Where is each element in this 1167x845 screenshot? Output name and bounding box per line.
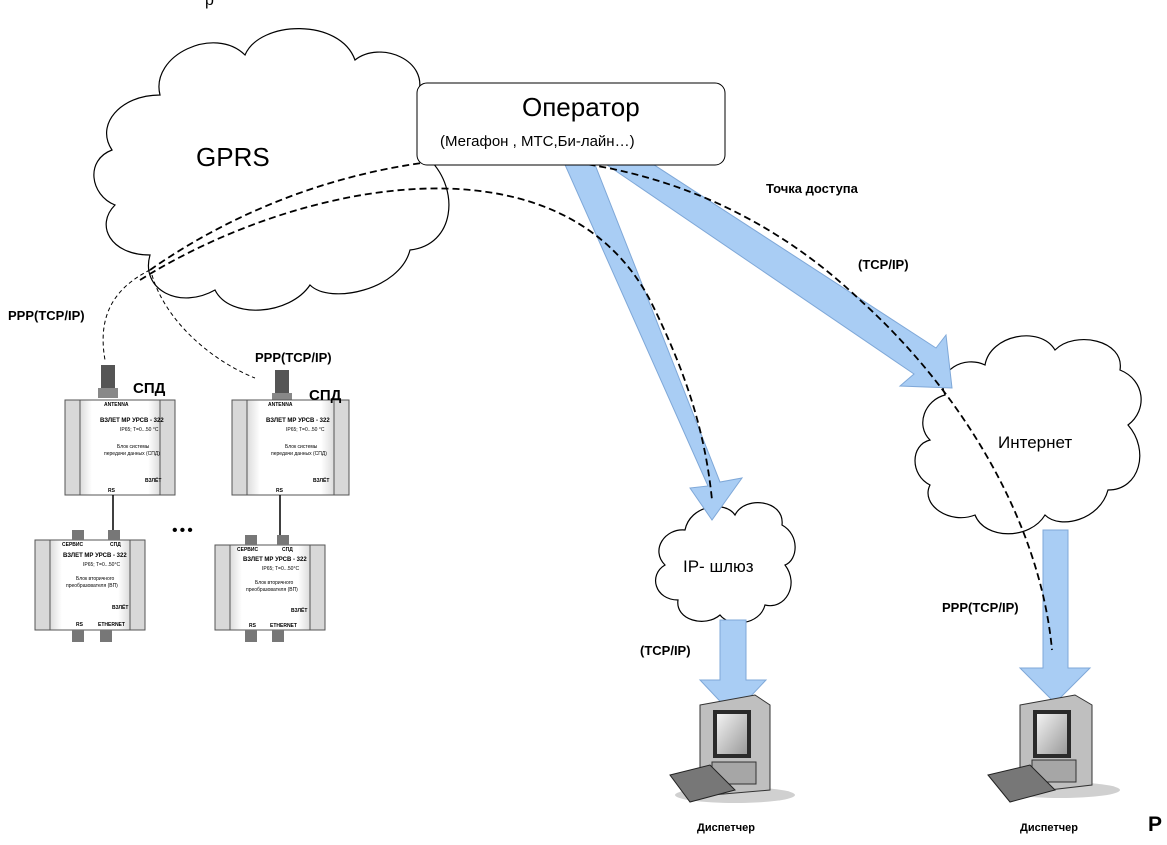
spd1-port: RS	[108, 488, 115, 494]
computer-icon-2	[987, 694, 1120, 803]
dispatcher-label-2: Диспетчер	[1020, 822, 1078, 834]
ppp-right-label: PPP(TCP/IP)	[942, 600, 1019, 615]
spd2-desc1: Блок системы	[285, 444, 318, 450]
vp2-sub: IP65; T=0...50°C	[262, 566, 300, 572]
vp2-port-right: СПД	[282, 547, 293, 553]
internet-cloud	[914, 335, 1142, 535]
dashed-link-gateway	[139, 187, 713, 501]
vp1-logo: ВЗЛЁТ	[112, 605, 129, 611]
ppp-left-label: PPP(TCP/IP)	[8, 308, 85, 323]
ip-gateway-cloud	[655, 502, 796, 624]
computer-icon-1	[669, 694, 795, 803]
ip-gateway-label: IP- шлюз	[683, 557, 754, 576]
spd2-sub: IP65; T=0...50 °C	[286, 427, 325, 433]
vp2-header: ВЗЛЕТ МР УРСВ - 322	[243, 557, 307, 563]
gprs-cloud	[93, 28, 450, 311]
vp2-desc1: Блок вторичного	[255, 580, 294, 586]
ellipsis-dots: •••	[172, 522, 195, 539]
vp1-port-bottom-right: ETHERNET	[98, 622, 125, 628]
ppp-mid-label: PPP(TCP/IP)	[255, 350, 332, 365]
vp-device-1	[34, 530, 146, 642]
spd1-header: ВЗЛЕТ МР УРСВ - 322	[100, 418, 164, 424]
vp1-desc2: преобразователя (ВП)	[66, 583, 118, 589]
dashed-link-spd-mid	[151, 274, 256, 379]
vp1-sub: IP65; T=0...50°C	[83, 562, 121, 568]
tcpip-operator-label: (TCP/IP)	[858, 257, 909, 272]
top-partial-text: р	[205, 0, 214, 9]
spd-device-2	[231, 370, 350, 545]
vp1-port-left: СЕРВИС	[62, 542, 84, 548]
vp2-port-left: СЕРВИС	[237, 547, 259, 553]
vp2-logo: ВЗЛЁТ	[291, 608, 308, 614]
operator-box	[416, 82, 726, 166]
operator-title: Оператор	[522, 92, 640, 122]
arrow-operator-to-internet	[587, 132, 953, 389]
dashed-link-spd-left	[102, 269, 151, 361]
spd1-antenna-label: ANTENNA	[104, 402, 129, 408]
spd1-sub: IP65; T=0...50 °C	[120, 427, 159, 433]
spd1-desc2: передачи данных (СПД)	[104, 451, 160, 457]
dispatcher-label-1: Диспетчер	[697, 822, 755, 834]
spd2-antenna-label: ANTENNA	[268, 402, 293, 408]
vp1-header: ВЗЛЕТ МР УРСВ - 322	[63, 553, 127, 559]
spd-label-2: СПД	[309, 387, 342, 404]
tcpip-gateway-label: (TCP/IP)	[640, 643, 691, 658]
spd2-port: RS	[276, 488, 283, 494]
vp1-desc1: Блок вторичного	[76, 576, 115, 582]
gprs-label: GPRS	[196, 142, 270, 172]
vp2-desc2: преобразователя (ВП)	[246, 587, 298, 593]
vp2-port-bottom-right: ETHERNET	[270, 623, 297, 629]
spd2-header: ВЗЛЕТ МР УРСВ - 322	[266, 418, 330, 424]
access-point-label: Точка доступа	[766, 181, 858, 196]
vp1-port-bottom-left: RS	[76, 622, 83, 628]
vp1-port-right: СПД	[110, 542, 121, 548]
spd-label-1: СПД	[133, 380, 166, 397]
spd2-logo: ВЗЛЁТ	[313, 478, 330, 484]
vp2-port-bottom-left: RS	[249, 623, 256, 629]
spd1-desc1: Блок системы	[117, 444, 150, 450]
corner-letter: Р	[1148, 813, 1163, 836]
spd1-logo: ВЗЛЁТ	[145, 478, 162, 484]
operator-subtitle: (Мегафон , МТС,Би-лайн…)	[440, 133, 635, 150]
dashed-link-main	[149, 156, 1053, 651]
spd-device-1	[64, 365, 176, 530]
internet-label: Интернет	[998, 433, 1073, 452]
vp-device-2	[214, 535, 326, 642]
spd2-desc2: передачи данных (СПД)	[271, 451, 327, 457]
arrow-internet-to-dispatcher	[1018, 529, 1092, 704]
